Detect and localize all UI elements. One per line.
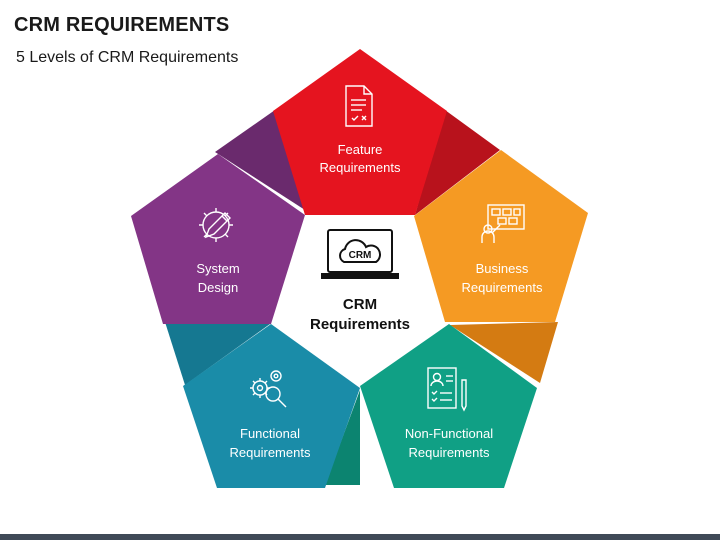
level-feature: Feature Requirements [273,49,447,215]
laptop-crm-icon [321,229,399,279]
level-feature-line1: Feature [338,142,383,157]
center-label-line2: Requirements [310,316,410,333]
level-business: Business Requirements [414,150,588,322]
page-title: CRM REQUIREMENTS [14,14,230,36]
gear-pencil-icon [199,208,233,242]
center-hub [270,215,450,390]
gears-magnifier-icon [250,370,287,408]
level-nonfunctional-line2: Requirements [409,445,490,460]
connector-business-nonfunctional [450,322,558,383]
level-nonfunctional-line1: Non-Functional [405,426,493,441]
level-system-line1: System [196,261,239,276]
page-subtitle: 5 Levels of CRM Requirements [16,49,239,66]
level-system-line2: Design [198,280,238,295]
center-label-line1: CRM [343,296,377,313]
level-feature-line2: Requirements [320,160,401,175]
connector-functional-system [165,322,270,385]
presentation-board-icon [481,204,525,243]
document-checklist-icon [345,85,373,127]
resume-clipboard-icon [427,367,467,412]
level-system: System Design [131,154,305,324]
level-functional-line2: Requirements [230,445,311,460]
level-functional: Functional Requirements [183,324,360,488]
level-business-line2: Requirements [462,280,543,295]
footer-bar [0,534,720,540]
laptop-crm-icon-text: CRM [349,250,372,261]
level-functional-line1: Functional [240,426,300,441]
connector-feature-business [415,110,500,215]
level-business-line1: Business [476,261,529,276]
level-nonfunctional: Non-Functional Requirements [360,324,537,488]
